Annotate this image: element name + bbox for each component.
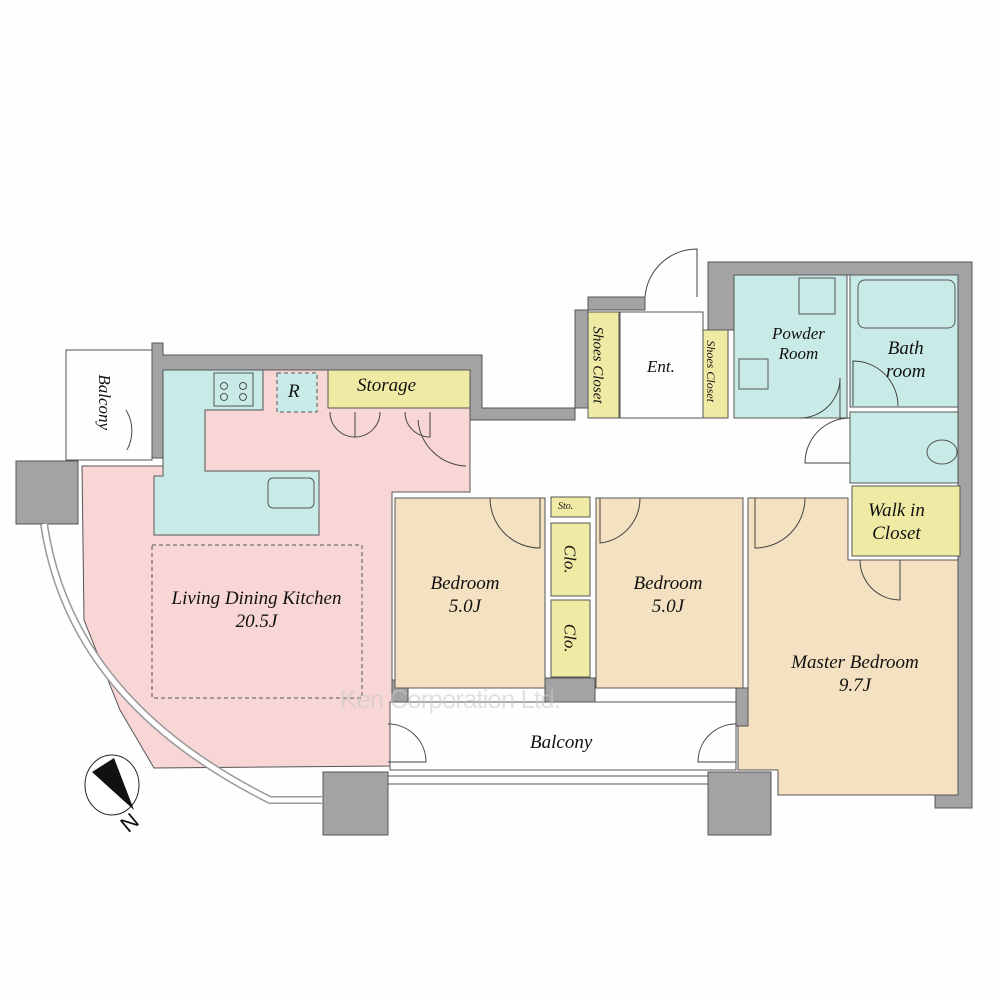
label-ldk-size: 20.5J <box>235 610 278 632</box>
label-balcony-left: Balcony <box>95 374 115 431</box>
watermark: Ken Corporation Ltd. <box>340 684 561 714</box>
label-bath-line2: room <box>886 360 926 382</box>
label-bedroom-2-name: Bedroom <box>633 573 703 594</box>
room-entrance <box>619 311 704 419</box>
label-wic-line1: Walk in <box>868 500 925 521</box>
room-shoes-closet-right <box>702 329 729 419</box>
room-shoes-closet-left <box>587 311 620 419</box>
room-bedroom-1 <box>394 497 546 689</box>
wall-between-bedrooms <box>544 677 596 703</box>
dining-area-outline <box>151 544 363 699</box>
column-right <box>707 771 772 836</box>
label-wic-line2: Closet <box>872 522 921 544</box>
room-balcony-bottom <box>389 701 737 771</box>
room-balcony-left <box>65 349 153 461</box>
label-master-name: Master Bedroom <box>791 652 919 673</box>
room-master-bedroom <box>737 497 959 796</box>
room-sto <box>550 496 591 518</box>
label-shoes-closet-left: Shoes Closet <box>589 326 606 404</box>
label-bedroom-2-size: 5.0J <box>651 595 685 617</box>
column-left <box>15 460 79 525</box>
bathtub-icon <box>857 279 956 329</box>
label-clo-lower: Clo. <box>560 623 580 653</box>
room-walk-in-closet <box>851 485 961 557</box>
label-sto: Sto. <box>558 501 574 512</box>
sink-icon <box>267 477 315 509</box>
room-storage <box>327 369 471 409</box>
room-bedroom-2 <box>595 497 744 689</box>
label-ldk-name: Living Dining Kitchen <box>171 588 342 609</box>
label-entrance: Ent. <box>647 357 675 376</box>
washbasin-icon <box>738 358 769 390</box>
stove-icon <box>213 372 254 407</box>
label-refrigerator: R <box>288 381 300 402</box>
room-clo-lower <box>550 599 591 678</box>
wall-balcony-right <box>735 687 749 727</box>
toilet-icon <box>926 439 958 465</box>
label-master-size: 9.7J <box>838 674 872 696</box>
label-bedroom-1-name: Bedroom <box>430 573 500 594</box>
label-balcony-bottom: Balcony <box>530 732 593 753</box>
label-powder-line1: Powder <box>772 324 825 343</box>
label-bath-line1: Bath <box>887 338 924 359</box>
room-clo-upper <box>550 522 591 597</box>
column-mid <box>322 771 389 836</box>
label-clo-upper: Clo. <box>560 544 580 574</box>
balcony-rail-bottom <box>387 775 709 785</box>
label-bedroom-1-size: 5.0J <box>448 595 482 617</box>
label-shoes-closet-right: Shoes Closet <box>704 340 719 403</box>
label-powder-line2: Room <box>778 344 819 364</box>
washing-machine-icon <box>798 277 836 315</box>
refrigerator-space <box>276 372 318 413</box>
compass-icon <box>84 754 140 816</box>
label-storage: Storage <box>357 375 417 396</box>
